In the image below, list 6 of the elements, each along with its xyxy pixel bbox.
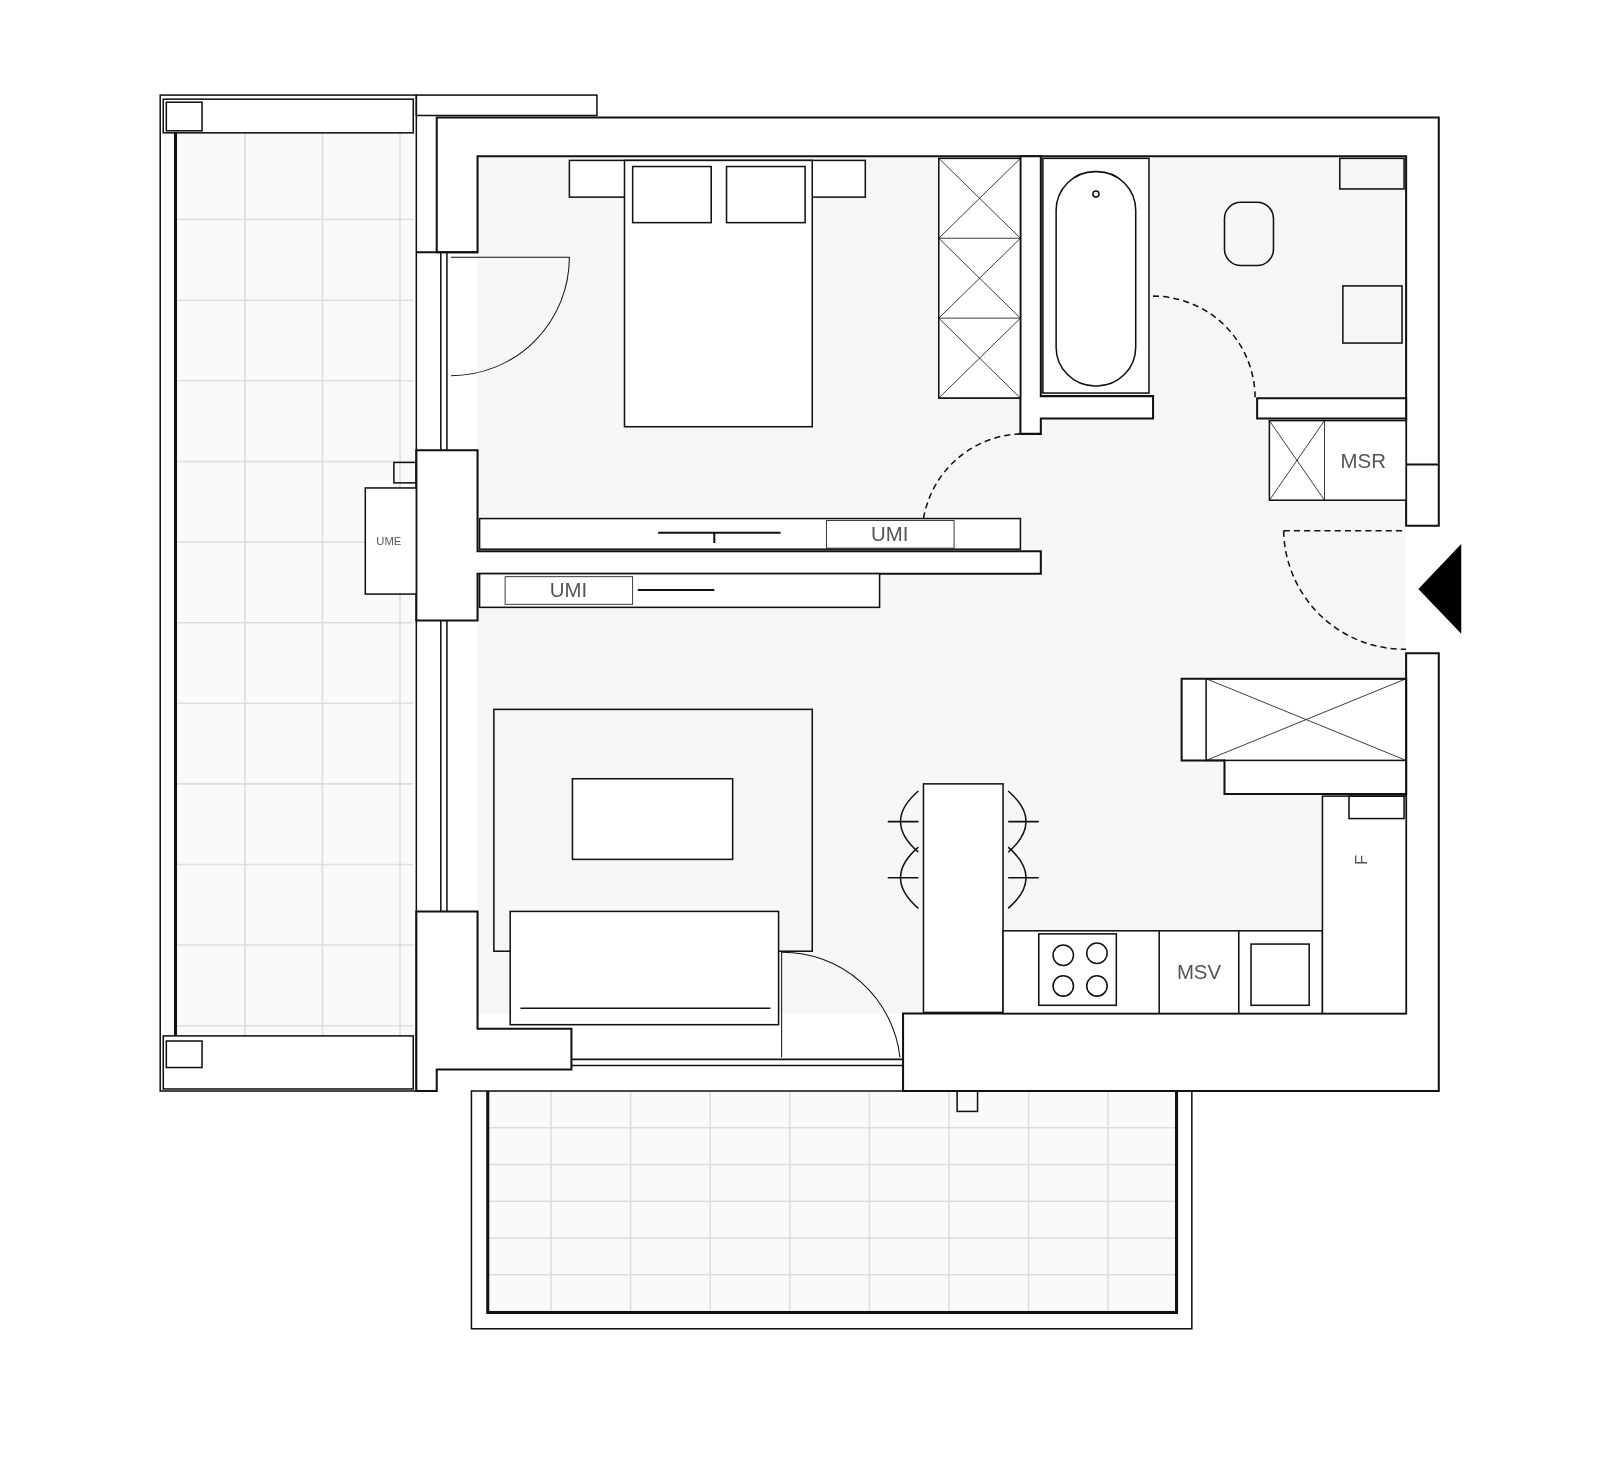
plan-label: UMI — [871, 523, 909, 545]
plan-label: UME — [376, 535, 402, 548]
plan-label: UMI — [549, 579, 588, 602]
plan-label: MSV — [1176, 960, 1222, 983]
plan-label: MSR — [1340, 449, 1386, 472]
plan-label: F — [1351, 854, 1370, 865]
